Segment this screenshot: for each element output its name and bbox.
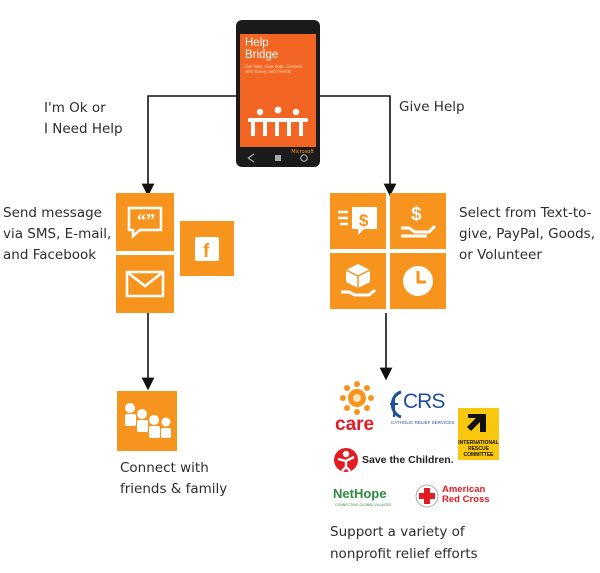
hand-dollar-icon: $ bbox=[401, 204, 437, 238]
irc-arrow-icon bbox=[467, 414, 486, 432]
irc-logo: INTERNATIONAL RESCUE COMMITTEE bbox=[458, 408, 499, 460]
phone-brand: Microsoft bbox=[291, 149, 314, 155]
irc-text: INTERNATIONAL RESCUE COMMITTEE bbox=[458, 440, 499, 458]
app-subtitle: Get help, Give help, Connect with family… bbox=[245, 64, 303, 74]
sms-tile: “” bbox=[116, 193, 174, 251]
left-branch-label: I'm Ok or I Need Help bbox=[44, 100, 123, 137]
goods-tile bbox=[330, 253, 386, 309]
volunteer-tile bbox=[390, 253, 446, 309]
crs-text: CRS bbox=[403, 390, 445, 413]
nethope-subtext: CONNECTING GLOBAL VILLAGES bbox=[335, 503, 392, 507]
phone-nav-buttons bbox=[247, 153, 308, 163]
save-the-children-text: Save the Children. bbox=[362, 454, 454, 466]
connector-left-top bbox=[141, 95, 236, 197]
phone-device: Help Bridge Get help, Give help, Connect… bbox=[236, 20, 320, 167]
care-text: care bbox=[335, 414, 375, 435]
svg-text:f: f bbox=[203, 241, 210, 262]
help-bridge-logo-icon bbox=[248, 106, 308, 136]
connect-tile bbox=[117, 391, 177, 451]
nethope-logo: NetHope CONNECTING GLOBAL VILLAGES bbox=[333, 486, 403, 512]
paypal-tile: $ bbox=[390, 193, 446, 249]
svg-text:$: $ bbox=[359, 211, 369, 230]
group-people-icon bbox=[125, 403, 171, 438]
right-result-caption: Support a variety of nonprofit relief ef… bbox=[330, 524, 478, 562]
left-tiles-caption: Send message via SMS, E-mail, and Facebo… bbox=[3, 205, 112, 263]
connector-right-top bbox=[320, 95, 397, 197]
clock-icon bbox=[403, 266, 433, 296]
crs-subtext: CATHOLIC RELIEF SERVICES bbox=[391, 420, 455, 425]
text-to-give-tile: $ bbox=[330, 193, 386, 249]
save-the-children-logo: Save the Children. bbox=[333, 447, 455, 475]
hand-box-icon bbox=[341, 264, 376, 297]
care-logo: care bbox=[333, 381, 381, 437]
crs-cross-icon bbox=[390, 390, 402, 419]
crs-logo: CRS CATHOLIC RELIEF SERVICES bbox=[387, 388, 455, 432]
facebook-icon: f bbox=[195, 236, 219, 262]
phone-screen: Help Bridge Get help, Give help, Connect… bbox=[240, 34, 316, 147]
right-tiles-caption: Select from Text-to- give, PayPal, Goods… bbox=[459, 205, 596, 263]
facebook-tile: f bbox=[180, 221, 234, 276]
envelope-icon bbox=[125, 270, 165, 298]
money-message-icon: $ bbox=[338, 207, 377, 235]
email-tile bbox=[116, 255, 174, 313]
app-title: Help Bridge bbox=[245, 37, 279, 61]
speech-bubble-icon: “” bbox=[127, 206, 163, 239]
svg-text:“”: “” bbox=[137, 210, 155, 230]
svg-text:$: $ bbox=[411, 204, 422, 225]
red-cross-text: American Red Cross bbox=[442, 484, 490, 505]
nethope-text: NetHope bbox=[333, 486, 387, 501]
red-cross-icon bbox=[415, 484, 439, 508]
save-the-children-icon bbox=[334, 448, 358, 472]
care-sun-icon bbox=[340, 381, 374, 415]
red-cross-logo: American Red Cross bbox=[415, 483, 495, 509]
right-branch-label: Give Help bbox=[399, 99, 465, 115]
left-result-caption: Connect with friends & family bbox=[120, 460, 228, 497]
